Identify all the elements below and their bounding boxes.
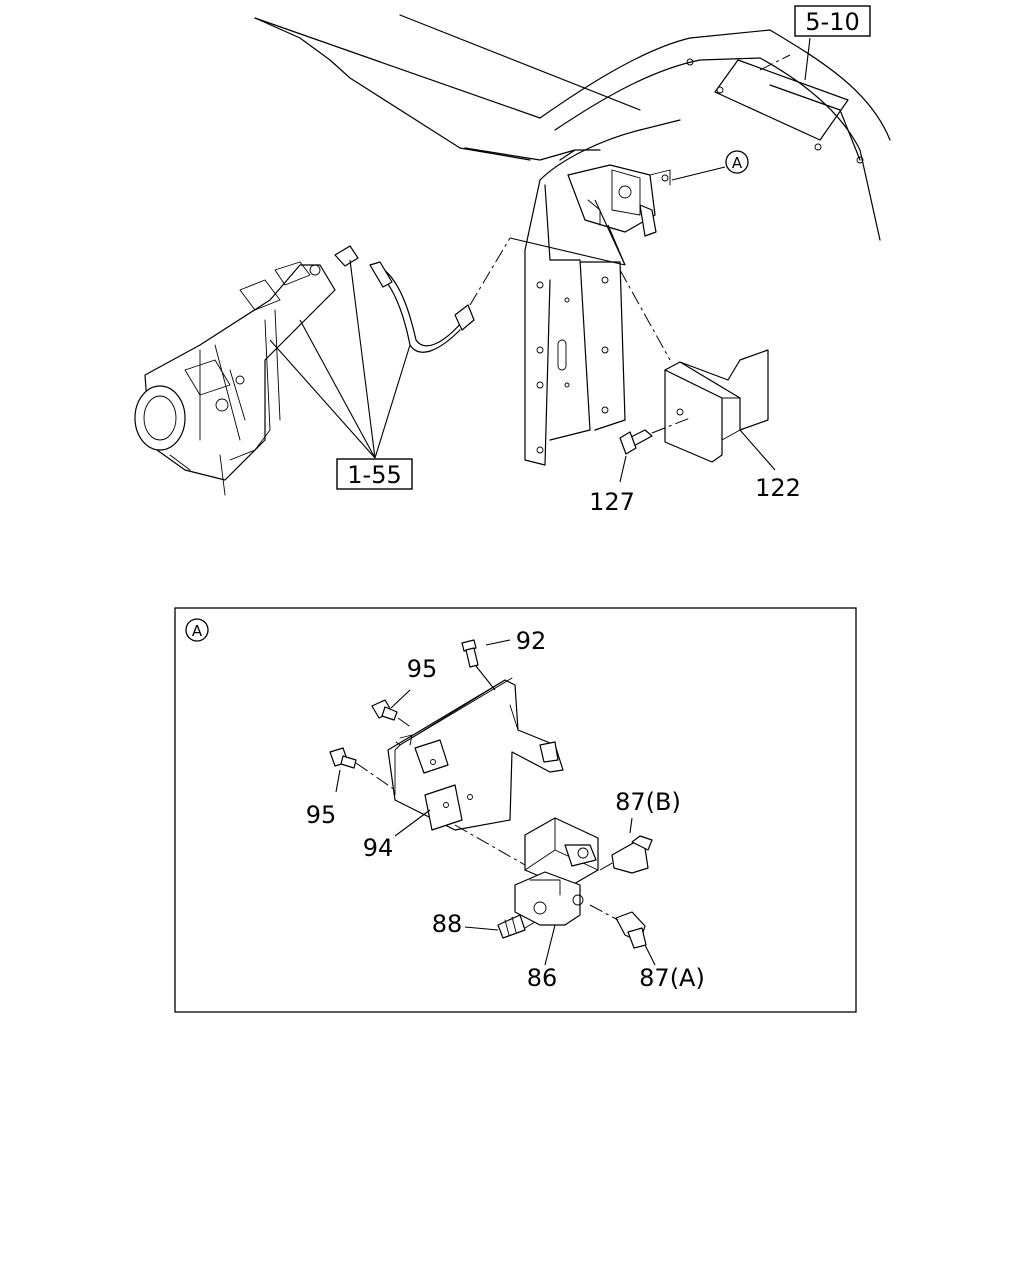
- fitting-88: [497, 914, 526, 939]
- part-label-95-top: 95: [407, 655, 438, 683]
- detail-marker: A: [185, 618, 209, 642]
- part-label-86: 86: [527, 964, 558, 992]
- detail-a-callout[interactable]: A: [725, 150, 749, 174]
- mounted-solenoid-valve: [567, 164, 671, 237]
- bolt-95-top: [371, 699, 398, 721]
- reference-box-5-10[interactable]: 5-10: [794, 5, 871, 37]
- part-label-127: 127: [589, 488, 635, 516]
- part-label-95-left: 95: [306, 801, 337, 829]
- part-label-87a: 87(A): [639, 964, 705, 992]
- vehicle-frame: [254, 14, 891, 466]
- detail-view-a: A: [174, 607, 857, 1013]
- reference-box-1-55[interactable]: 1-55: [336, 458, 413, 490]
- part-label-92: 92: [516, 627, 547, 655]
- detail-marker-letter: A: [192, 622, 203, 640]
- bolt-92: [461, 639, 479, 668]
- part-label-94: 94: [363, 834, 394, 862]
- detail-frame: [174, 607, 857, 1013]
- part-label-88: 88: [432, 910, 463, 938]
- shield-bracket-122: [664, 349, 769, 463]
- air-hose: [334, 245, 475, 353]
- top-leader-lines: [269, 37, 811, 483]
- detail-a-callout-letter: A: [732, 154, 743, 172]
- fitting-87b: [611, 835, 653, 874]
- part-label-87b: 87(B): [615, 788, 681, 816]
- solenoid-valve-86: [514, 817, 599, 926]
- bolt-127: [619, 429, 653, 455]
- throttle-actuator-assembly: [134, 261, 336, 496]
- reference-label-1-55: 1-55: [347, 461, 401, 489]
- detail-leader-lines: [335, 639, 656, 966]
- part-label-122: 122: [755, 474, 801, 502]
- bracket-94: [387, 677, 564, 831]
- reference-label-5-10: 5-10: [805, 8, 859, 36]
- fitting-87a: [615, 911, 647, 949]
- bolt-95-left: [329, 747, 357, 769]
